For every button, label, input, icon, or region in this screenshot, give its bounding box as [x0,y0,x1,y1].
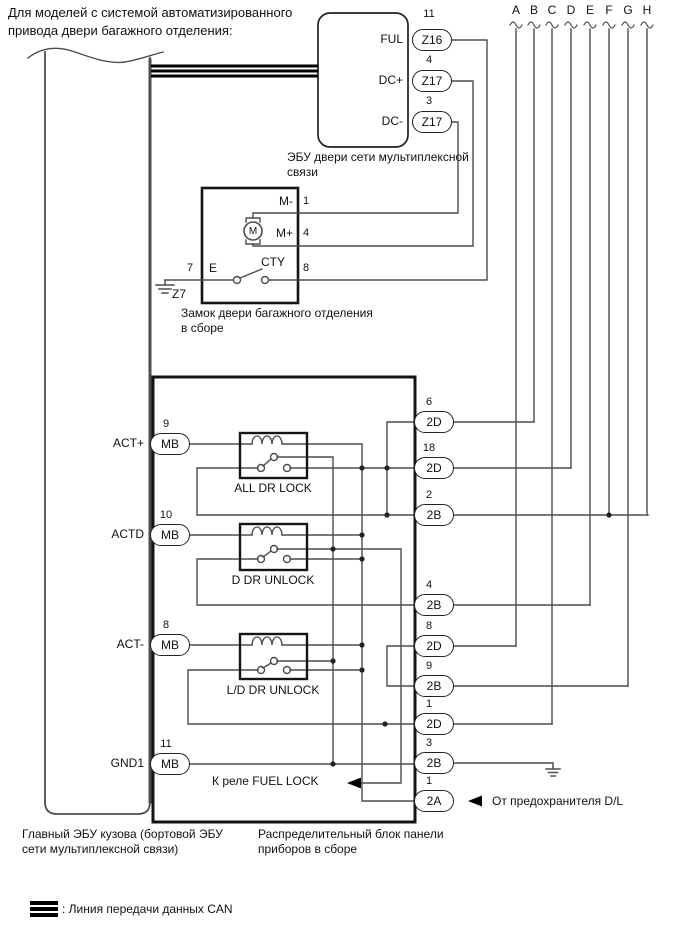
pin-label-dc-plus: DC+ [378,73,403,87]
pin-number-2b-9: 9 [425,660,433,672]
can-legend-symbol [30,901,58,917]
pin-number-2b-2: 2 [425,489,433,501]
pin-number-2a-1: 1 [425,775,433,787]
pin-label-ful: FUL [380,32,403,46]
column-a: A [511,3,520,17]
lock-pin-num-7: 7 [187,262,194,274]
fuse-feed-arrow-icon [468,795,482,807]
pin-label-gnd1: GND1 [110,756,144,770]
column-e: E [585,3,594,17]
fuel-lock-note: К реле FUEL LOCK [212,774,319,788]
connector-2d-8: 2D [414,635,454,657]
pin-label-actd: ACTD [111,527,144,541]
door-ecu-label: ЭБУ двери сети мультиплексной связи [287,150,469,179]
pin-number-z16: 11 [423,8,435,20]
column-f: F [605,3,613,17]
connector-2d-6: 2D [414,411,454,433]
pin-label-dc-minus: DC- [381,114,403,128]
break-line [27,47,164,64]
relay-d-dr-unlock: D DR UNLOCK [231,573,315,587]
pin-label-act-minus: ACT- [116,637,144,651]
connector-2b-3: 2B [414,752,454,774]
connector-mb-act-minus: MB [150,634,190,656]
lock-pin-m-plus: M+ [275,226,293,240]
column-h: H [642,3,652,17]
lock-pin-num-8: 8 [303,262,310,274]
ground-z7-label: Z7 [172,287,187,301]
pin-number-mb-10: 10 [159,509,173,521]
pin-number-mb-11: 11 [160,738,172,750]
relay-all-dr-lock: ALL DR LOCK [234,481,312,495]
pin-number-mb-9: 9 [162,418,170,430]
junction-block-label: Распределительный блок панели приборов в… [258,827,444,856]
lock-pin-cty: CTY [261,255,285,269]
lock-pin-num-4: 4 [303,227,310,239]
pin-number-2d-18: 18 [422,442,436,454]
pin-number-2b-4: 4 [425,579,433,591]
header-note: Для моделей с системой автоматизированно… [8,5,293,38]
pin-number-z17b: 3 [425,95,433,107]
connector-2b-2: 2B [414,504,454,526]
connector-mb-actd: MB [150,524,190,546]
lock-pin-num-1: 1 [303,195,310,207]
connector-mb-gnd1: MB [150,753,190,775]
pin-number-z17a: 4 [425,54,433,66]
connector-2b-4: 2B [414,594,454,616]
motor-icon: M [248,226,258,237]
can-legend-label: : Линия передачи данных CAN [62,902,233,916]
pin-number-2b-3: 3 [425,737,433,749]
fuel-lock-arrow-icon [347,777,361,789]
pin-number-2d-8: 8 [425,620,433,632]
connector-z16: Z16 [412,29,452,51]
pin-number-2d-1: 1 [425,698,433,710]
connector-2a-1: 2A [414,790,454,812]
connector-mb-act-plus: MB [150,433,190,455]
connector-z17-dcplus: Z17 [412,70,452,92]
connector-2b-9: 2B [414,675,454,697]
main-ecu-label: Главный ЭБУ кузова (бортовой ЭБУ сети му… [22,827,223,856]
column-g: G [623,3,633,17]
lock-pin-e: E [209,261,218,275]
pin-label-act-plus: ACT+ [112,436,144,450]
pin-number-2d-6: 6 [425,396,433,408]
connector-z17-dcminus: Z17 [412,111,452,133]
pin-number-mb-8: 8 [162,619,170,631]
column-d: D [566,3,576,17]
lock-label: Замок двери багажного отделения в сборе [181,306,373,335]
can-line [151,64,318,78]
relay-ld-dr-unlock: L/D DR UNLOCK [226,683,320,697]
fuse-note: От предохранителя D/L [492,794,624,808]
column-b: B [529,3,538,17]
connector-2d-1: 2D [414,713,454,735]
connector-2d-18: 2D [414,457,454,479]
lock-pin-m-minus: M- [279,194,293,208]
column-c: C [547,3,557,17]
